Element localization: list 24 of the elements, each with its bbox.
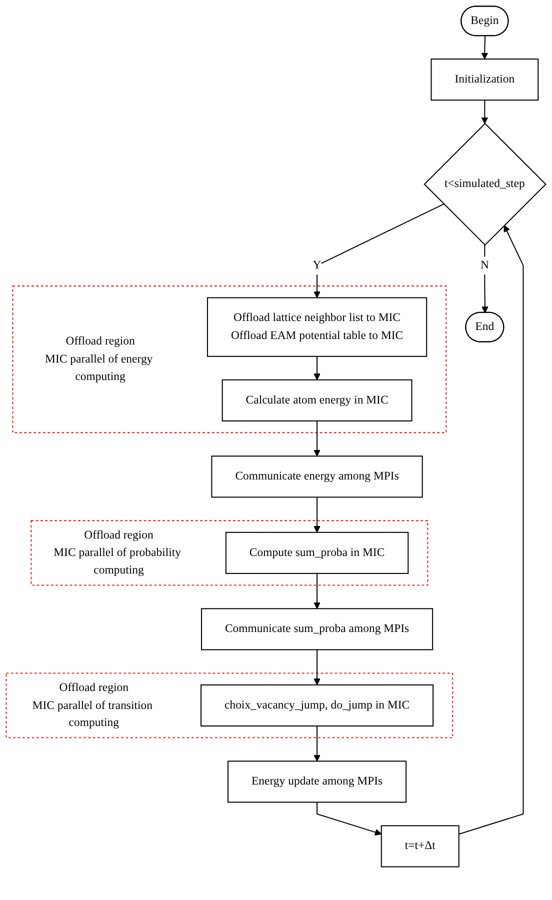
- arrow: [314, 573, 320, 609]
- arrow: [458, 225, 524, 835]
- node-box: Communicate energy among MPIs: [211, 456, 423, 498]
- edge-label: N: [480, 259, 489, 272]
- arrow: [314, 420, 320, 456]
- arrow: [314, 204, 444, 298]
- edge-label: Y: [312, 259, 322, 272]
- node-box: Compute sum_proba in MIC: [225, 532, 409, 574]
- arrow: [481, 100, 488, 124]
- arrow: [316, 802, 382, 836]
- node-box: Energy update among MPIs: [228, 760, 407, 803]
- node-box: t=t+Δt: [380, 825, 460, 868]
- arrow: [314, 726, 320, 762]
- arrow: [314, 497, 320, 533]
- node-box: Offload lattice neighbor list to MIC Offload EAM potential table to MIC: [206, 297, 428, 357]
- arrow: [481, 36, 488, 60]
- node-box: choix_vacancy_jump, do_jump in MIC: [200, 684, 434, 726]
- node-box: Calculate atom energy in MIC: [222, 379, 412, 422]
- node-box: Initialization: [430, 58, 539, 101]
- node-box: Communicate sum_proba among MPIs: [201, 608, 434, 650]
- arrow: [314, 650, 320, 686]
- arrow: [482, 244, 488, 314]
- arrow: [314, 356, 320, 380]
- node-diamond: t<simulated_step: [424, 122, 546, 246]
